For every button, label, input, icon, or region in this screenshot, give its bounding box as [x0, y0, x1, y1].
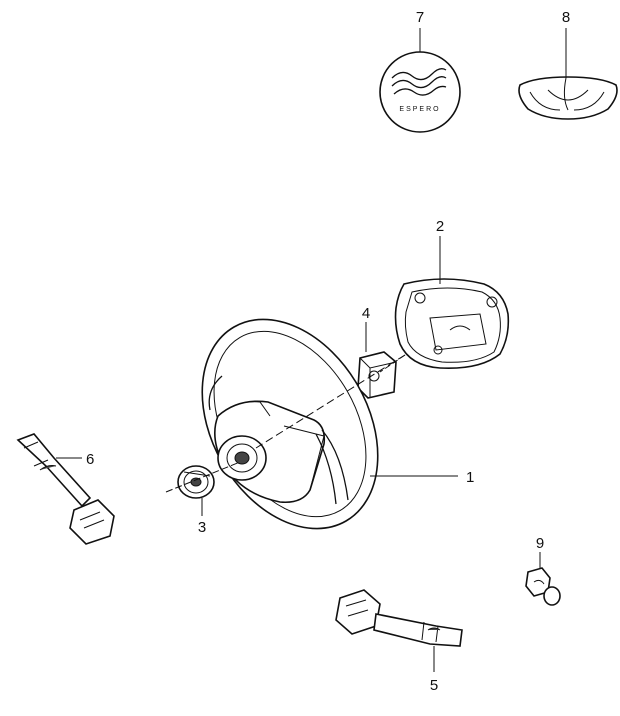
- hub-cam: [177, 465, 215, 499]
- turn-signal-switch: [16, 433, 115, 545]
- callout-1: 1: [466, 469, 474, 486]
- callout-4: 4: [362, 305, 370, 322]
- steering-wheel: [201, 318, 379, 530]
- contact-block: [357, 351, 397, 399]
- callout-2: 2: [436, 218, 444, 235]
- callout-5: 5: [430, 677, 438, 694]
- emblem-text: ESPERO: [399, 106, 440, 113]
- callout-7: 7: [416, 9, 424, 26]
- callout-8: 8: [562, 9, 570, 26]
- emblem-badge: ESPERO: [379, 51, 461, 133]
- knob: [525, 567, 561, 606]
- callout-3: 3: [198, 519, 206, 536]
- callout-6: 6: [86, 451, 94, 468]
- callout-9: 9: [536, 535, 544, 552]
- horn-badge: [518, 76, 618, 120]
- horn-pad: [394, 278, 510, 370]
- wiper-switch: [335, 589, 463, 647]
